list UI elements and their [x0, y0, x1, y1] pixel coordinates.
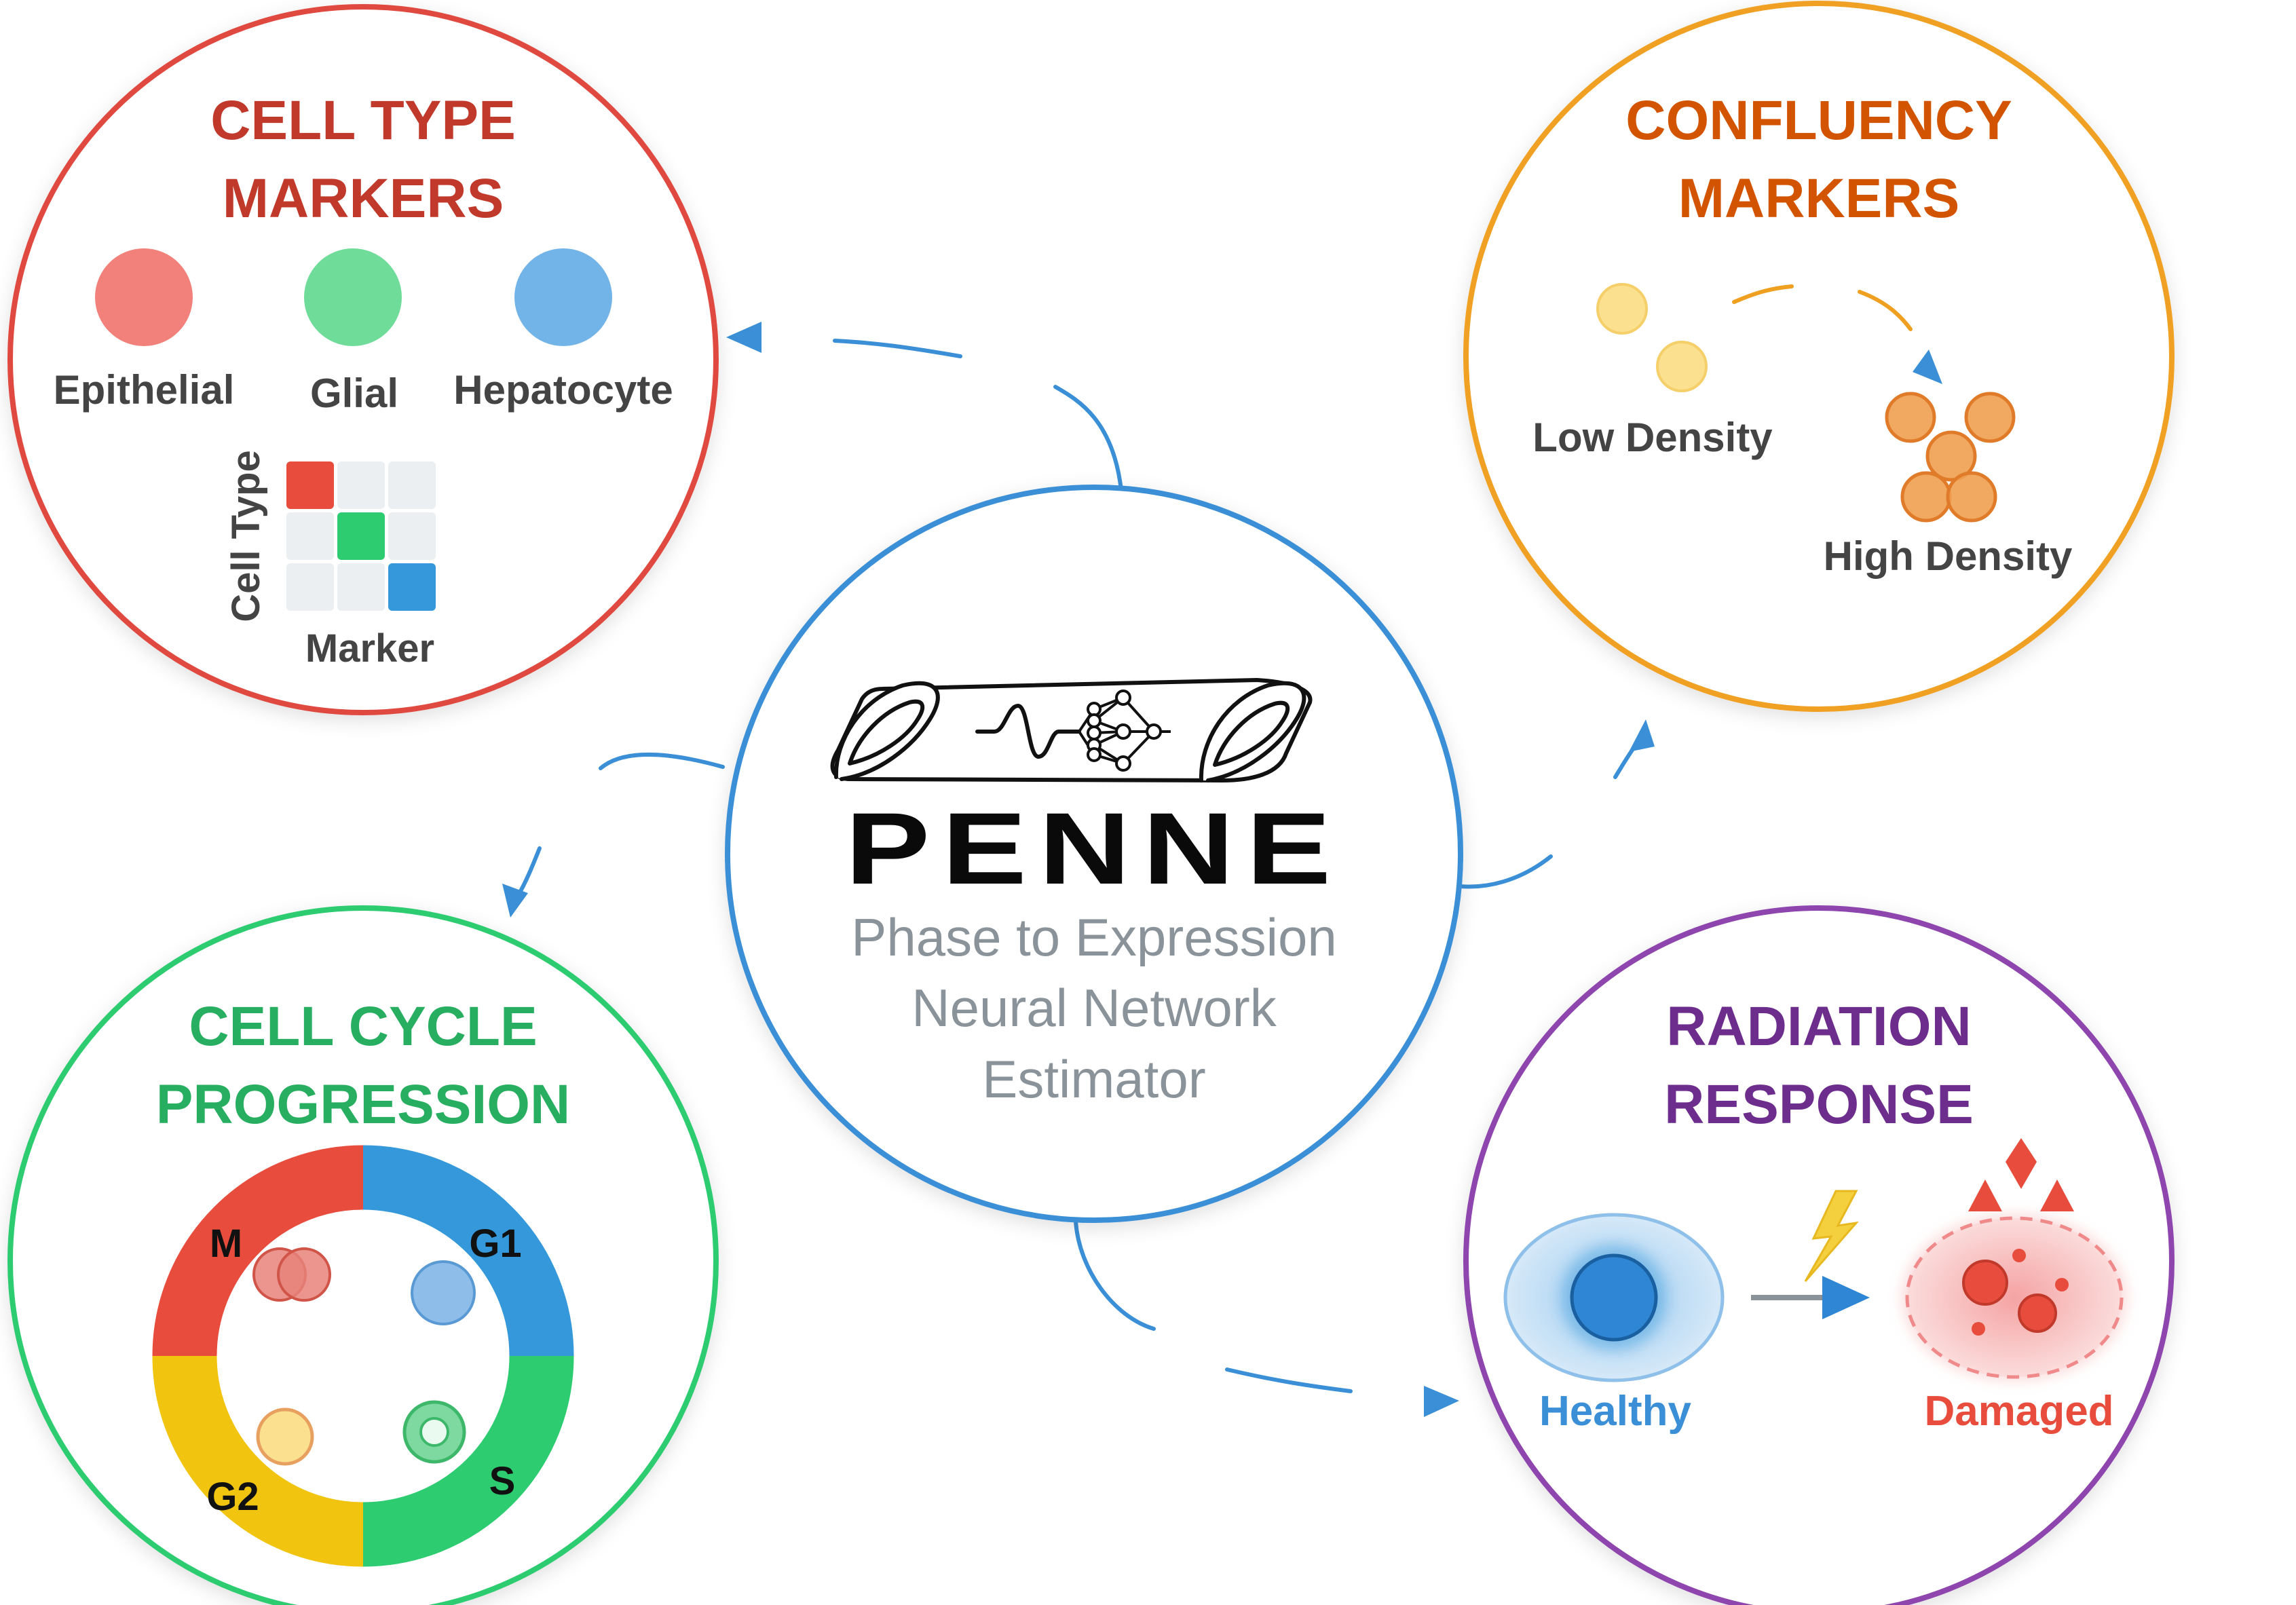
- g2-phase-cell: [256, 1408, 314, 1466]
- healthy-nucleus: [1570, 1253, 1658, 1342]
- arrow-to-radiation-dash: [1225, 1367, 1353, 1393]
- g2-phase-label: G2: [206, 1475, 259, 1519]
- g1-phase-cell: [411, 1260, 476, 1325]
- radiation-panel: RADIATION RESPONSE Healthy Damaged: [1463, 905, 2175, 1605]
- low-density-label: Low Density: [1532, 415, 1773, 460]
- radiation-arrowhead: [1822, 1276, 1870, 1319]
- arrowhead-confluency: [1629, 719, 1655, 752]
- penne-subtitle-2: Neural Network: [911, 978, 1277, 1038]
- penne-circle: [725, 485, 1463, 1223]
- cell-cycle-panel: CELL CYCLE PROGRESSION M G1 S G2: [7, 905, 719, 1605]
- damaged-label: Damaged: [1924, 1388, 2113, 1435]
- cell-cycle-ring: [152, 1145, 574, 1567]
- damaged-nucleus-1: [1962, 1260, 2008, 1306]
- neural-network-icon: [1078, 690, 1171, 772]
- s-phase-label: S: [489, 1459, 516, 1503]
- m-phase-label: M: [210, 1222, 242, 1266]
- confluency-title-1: CONFLUENCY: [1625, 90, 2012, 151]
- confluency-panel: CONFLUENCY MARKERS Low Density High Dens…: [1463, 1, 2175, 712]
- s-phase-arc: [362, 1355, 574, 1567]
- arrowhead-radiation: [1424, 1386, 1459, 1417]
- cell-type-circle: [7, 4, 719, 715]
- cell-type-title-2: MARKERS: [223, 168, 504, 229]
- cell-type-marker-matrix: [286, 461, 436, 611]
- penne-center: PENNE Phase to Expression Neural Network…: [725, 485, 1463, 1223]
- high-density-label: High Density: [1824, 533, 2073, 579]
- epithelial-cell-icon: [95, 248, 193, 346]
- damaged-nucleus-2: [2018, 1294, 2057, 1333]
- healthy-label: Healthy: [1539, 1388, 1691, 1435]
- matrix-x-label: Marker: [305, 626, 434, 671]
- cell-cycle-title-1: CELL CYCLE: [189, 996, 537, 1057]
- g1-phase-label: G1: [469, 1222, 521, 1266]
- connector-arrows: [502, 322, 1655, 1417]
- damage-warning-icon: [1968, 1138, 2074, 1211]
- radiation-title-2: RESPONSE: [1664, 1074, 1974, 1135]
- confluency-title-2: MARKERS: [1678, 168, 1960, 229]
- cell-cycle-title-2: PROGRESSION: [156, 1074, 571, 1135]
- penne-subtitle-3: Estimator: [982, 1049, 1205, 1109]
- arrowhead-cell-type: [726, 322, 761, 353]
- cell-type-title-1: CELL TYPE: [210, 90, 516, 151]
- glial-label: Glial: [310, 371, 398, 416]
- hepatocyte-cell-icon: [514, 248, 612, 346]
- low-density-cell-2: [1656, 341, 1708, 392]
- g2-phase-arc: [152, 1355, 364, 1567]
- hepatocyte-label: Hepatocyte: [453, 367, 673, 413]
- epithelial-label: Epithelial: [54, 367, 235, 413]
- penne-logo-text: PENNE: [845, 791, 1342, 905]
- arrowhead-cell-cycle: [502, 884, 528, 918]
- density-arrowhead: [1913, 350, 1942, 384]
- glial-cell-icon: [304, 248, 402, 346]
- low-density-cell-1: [1596, 283, 1648, 335]
- lightning-icon: [1804, 1190, 1859, 1282]
- matrix-y-label: Cell Type: [224, 450, 268, 622]
- arrow-to-cell-type-dash: [833, 339, 962, 358]
- m-phase-arc: [152, 1145, 364, 1357]
- g1-phase-arc: [362, 1145, 574, 1357]
- arrow-to-radiation: [1074, 1220, 1156, 1331]
- damaged-cell-membrane: [1905, 1216, 2124, 1379]
- density-arc-1: [1732, 284, 1794, 304]
- arrow-to-cell-type: [1053, 385, 1123, 492]
- damage-dot-2: [2055, 1278, 2069, 1291]
- s-phase-cell-inner: [419, 1417, 449, 1447]
- penne-subtitle-1: Phase to Expression: [851, 907, 1336, 967]
- penne-tube-icon: [830, 678, 1313, 782]
- cell-type-panel: CELL TYPE MARKERS Epithelial Glial Hepat…: [7, 4, 719, 715]
- density-arc-2: [1858, 290, 1913, 331]
- arrow-to-cell-cycle-dash: [515, 846, 542, 899]
- m-phase-cells: [252, 1247, 331, 1302]
- high-density-cluster: [1885, 392, 2016, 523]
- radiation-title-1: RADIATION: [1666, 996, 1971, 1057]
- damage-dot-3: [1972, 1322, 1985, 1336]
- confluency-circle: [1463, 1, 2175, 712]
- arrow-to-cell-cycle: [599, 753, 725, 770]
- damage-dot-1: [2012, 1249, 2026, 1262]
